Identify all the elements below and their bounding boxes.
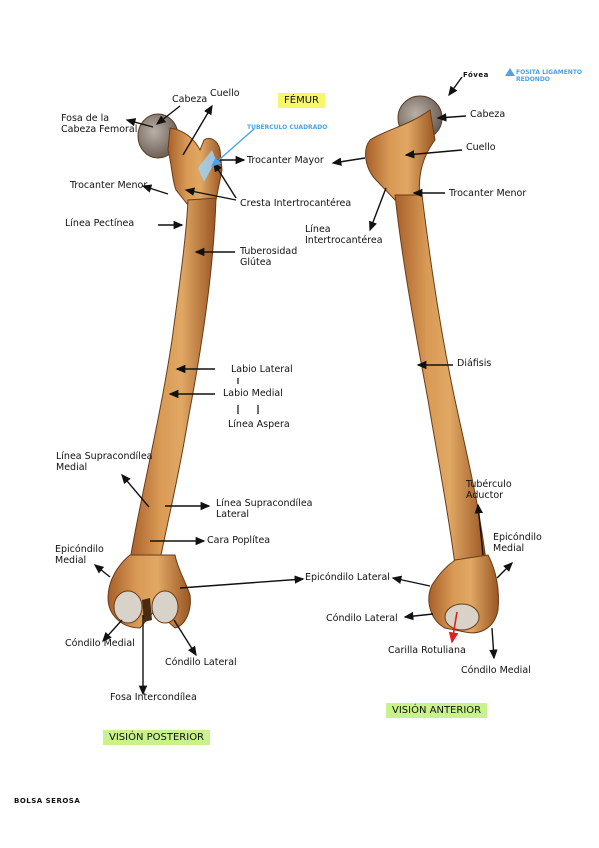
posterior-intercondylar-fossa: [142, 598, 152, 622]
fosita-triangle-icon: [505, 68, 515, 76]
note-fosita-ligamento: FOSITA LIGAMENTO REDONDO: [516, 69, 583, 83]
label-condilo-lateral-anterior: Cóndilo Lateral: [326, 613, 398, 624]
label-labio-medial: Labio Medial: [223, 388, 283, 399]
label-fosa-intercondilea: Fosa Intercondílea: [110, 692, 197, 703]
anterior-shaft: [394, 194, 487, 566]
posterior-condyle-lateral: [151, 590, 179, 624]
label-trocanter-menor-posterior: Trocanter Menor: [70, 180, 148, 191]
label-condilo-medial-posterior: Cóndilo Medial: [65, 638, 135, 649]
label-epicondilo-lateral: Epicóndilo Lateral: [305, 572, 390, 583]
label-cabeza-posterior: Cabeza: [172, 94, 208, 105]
label-linea-intertrocanterea: Línea Intertrocantérea: [305, 224, 383, 246]
label-tuberosidad-glutea: Tuberosidad Glútea: [240, 246, 298, 268]
label-cara-poplitea: Cara Poplítea: [207, 535, 271, 546]
view-anterior-label: VISIÓN ANTERIOR: [386, 703, 488, 718]
label-cuello-anterior: Cuello: [466, 142, 496, 153]
label-cresta-intertrocanterea: Cresta Intertrocantérea: [240, 198, 352, 209]
label-labio-lateral: Labio Lateral: [231, 364, 293, 375]
note-tuberculo-cuadrado: TUBÉRCULO CUADRADO: [247, 124, 328, 131]
label-linea-supracondilea-lateral: Línea Supracondílea Lateral: [216, 498, 313, 520]
page-title: FÉMUR: [278, 93, 325, 108]
label-cuello-posterior: Cuello: [210, 88, 240, 99]
label-epicondilo-medial-posterior: Epicóndilo Medial: [55, 544, 104, 566]
label-condilo-medial-anterior: Cóndilo Medial: [461, 665, 531, 676]
label-diafisis: Diáfisis: [457, 358, 492, 369]
label-tuberculo-aductor: Tubérculo Aductor: [466, 479, 512, 501]
label-trocanter-menor-anterior: Trocanter Menor: [449, 188, 527, 199]
posterior-arrows: [93, 104, 305, 696]
label-fosa-cabeza: Fosa de la Cabeza Femoral: [61, 113, 138, 135]
label-fovea: Fóvea: [463, 71, 489, 79]
footer-note: BOLSA SEROSA: [14, 797, 81, 805]
posterior-femur: [107, 113, 223, 629]
view-posterior-label: VISIÓN POSTERIOR: [103, 730, 211, 745]
label-linea-pectinea: Línea Pectínea: [65, 218, 135, 229]
label-carilla-rotuliana: Carilla Rotuliana: [388, 645, 466, 656]
anterior-femur: [365, 95, 499, 634]
anterior-arrows: [331, 76, 513, 660]
posterior-condyle-medial: [113, 590, 143, 624]
label-trocanter-mayor-posterior: Trocanter Mayor: [247, 155, 324, 166]
carilla-red-arrow: [448, 611, 459, 644]
label-epicondilo-medial-anterior: Epicóndilo Medial: [493, 532, 542, 554]
tuberculo-blue-arrow: [210, 128, 255, 167]
label-cabeza-anterior: Cabeza: [470, 109, 506, 120]
label-linea-supracondilea-medial: Línea Supracondílea Medial: [56, 451, 153, 473]
anterior-neck-trochanter: [365, 109, 436, 201]
anterior-patellar-surface: [444, 603, 480, 631]
label-linea-aspera: Línea Aspera: [228, 419, 290, 430]
label-condilo-lateral-posterior: Cóndilo Lateral: [165, 657, 237, 668]
linea-aspera-ticks: [237, 378, 259, 414]
posterior-neck-trochanter: [167, 127, 223, 206]
